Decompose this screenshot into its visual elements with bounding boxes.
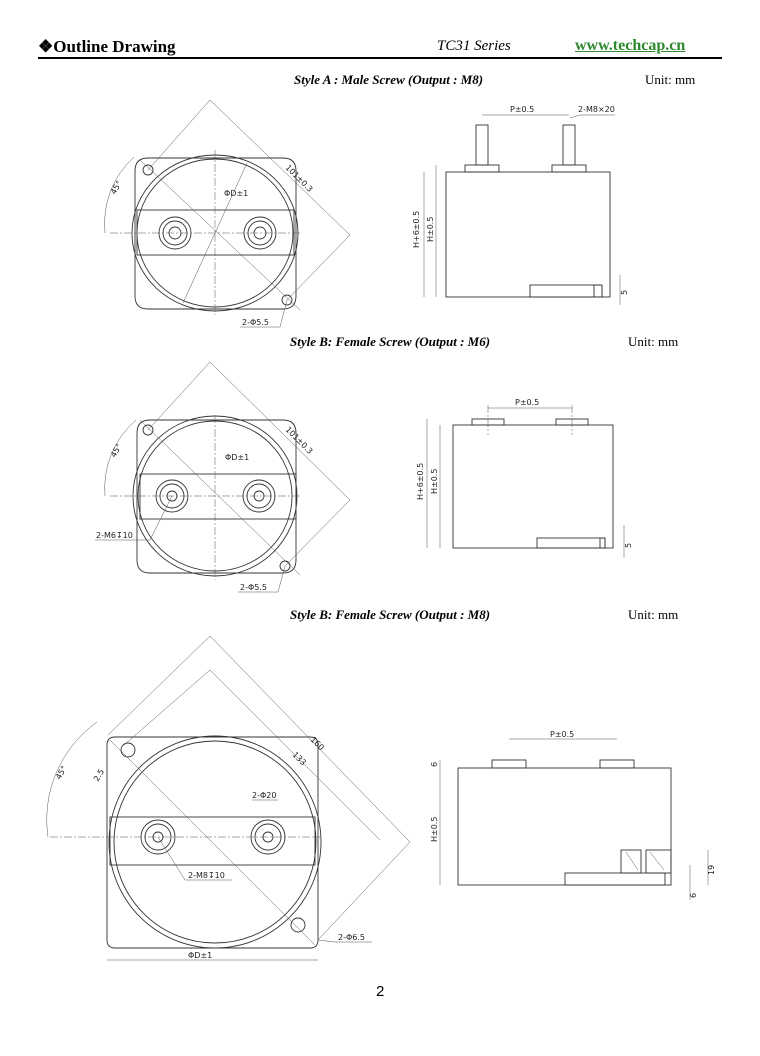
section-a-unit: Unit: mm <box>645 72 696 87</box>
dimension-label: H±0.5 <box>430 817 439 842</box>
section-a-caption: Style A : Male Screw (Output : M8) <box>294 72 484 87</box>
dimension-label: 101±0.3 <box>284 425 315 456</box>
dimension-label: P±0.5 <box>510 105 534 114</box>
dimension-label: 45° <box>109 179 124 196</box>
dimension-label: 19 <box>707 865 716 875</box>
dimension-label: 2-Φ5.5 <box>240 583 267 592</box>
style-a-side-view: P±0.5 2-M8×20 H+6±0.5 H±0.5 5 <box>412 105 629 305</box>
dimension-label: 101±0.3 <box>284 163 315 194</box>
dimension-label: ΦD±1 <box>225 453 249 462</box>
website-link[interactable]: www.techcap.cn <box>575 37 686 54</box>
dimension-label: 133 <box>291 750 308 767</box>
dimension-label: 45° <box>109 442 124 459</box>
header-divider <box>38 57 722 59</box>
page-number: 2 <box>376 983 385 1000</box>
style-b-m8-front-view: 160 133 45° 2.5 2-Φ20 2-M8↧10 2-Φ6.5 ΦD±… <box>46 635 411 961</box>
dimension-label: 5 <box>624 543 633 548</box>
series-name: TC31 Series <box>437 38 511 54</box>
dimension-label: 160 <box>309 735 326 752</box>
dimension-label: 2.5 <box>92 767 106 783</box>
dimension-label: H+6±0.5 <box>416 463 425 500</box>
style-b-m8-side-view: P±0.5 6 H±0.5 19 6 <box>430 730 716 900</box>
dimension-label: H±0.5 <box>430 469 439 494</box>
dimension-label: 5 <box>620 290 629 295</box>
section-b-unit: Unit: mm <box>628 334 679 349</box>
dimension-label: 2-Φ20 <box>252 791 276 800</box>
dimension-label: 6 <box>430 762 439 767</box>
dimension-label: 2-M6↧10 <box>96 531 133 540</box>
dimension-label: H+6±0.5 <box>412 211 421 248</box>
dimension-label: P±0.5 <box>515 398 539 407</box>
dimension-label: ΦD±1 <box>224 189 248 198</box>
section-c-caption: Style B: Female Screw (Output : M8) <box>290 607 491 622</box>
style-b-m6-side-view: P±0.5 H+6±0.5 H±0.5 5 <box>416 398 633 558</box>
dimension-label: P±0.5 <box>550 730 574 739</box>
dimension-label: ΦD±1 <box>188 951 212 960</box>
section-b-caption: Style B: Female Screw (Output : M6) <box>290 334 491 349</box>
dimension-label: 2-Φ6.5 <box>338 933 365 942</box>
section-c-unit: Unit: mm <box>628 607 679 622</box>
dimension-label: 2-M8↧10 <box>188 871 225 880</box>
page-title: ❖Outline Drawing <box>38 37 176 56</box>
dimension-label: 2-M8×20 <box>578 105 615 114</box>
dimension-label: 45° <box>54 764 69 781</box>
style-a-front-view: 101±0.3 ΦD±1 45° 2-Φ5.5 <box>104 99 351 328</box>
style-b-m6-front-view: 101±0.3 ΦD±1 45° 2-M6↧10 2-Φ5.5 <box>95 361 351 593</box>
dimension-label: 2-Φ5.5 <box>242 318 269 327</box>
dimension-label: H±0.5 <box>426 217 435 242</box>
dimension-label: 6 <box>689 893 698 898</box>
